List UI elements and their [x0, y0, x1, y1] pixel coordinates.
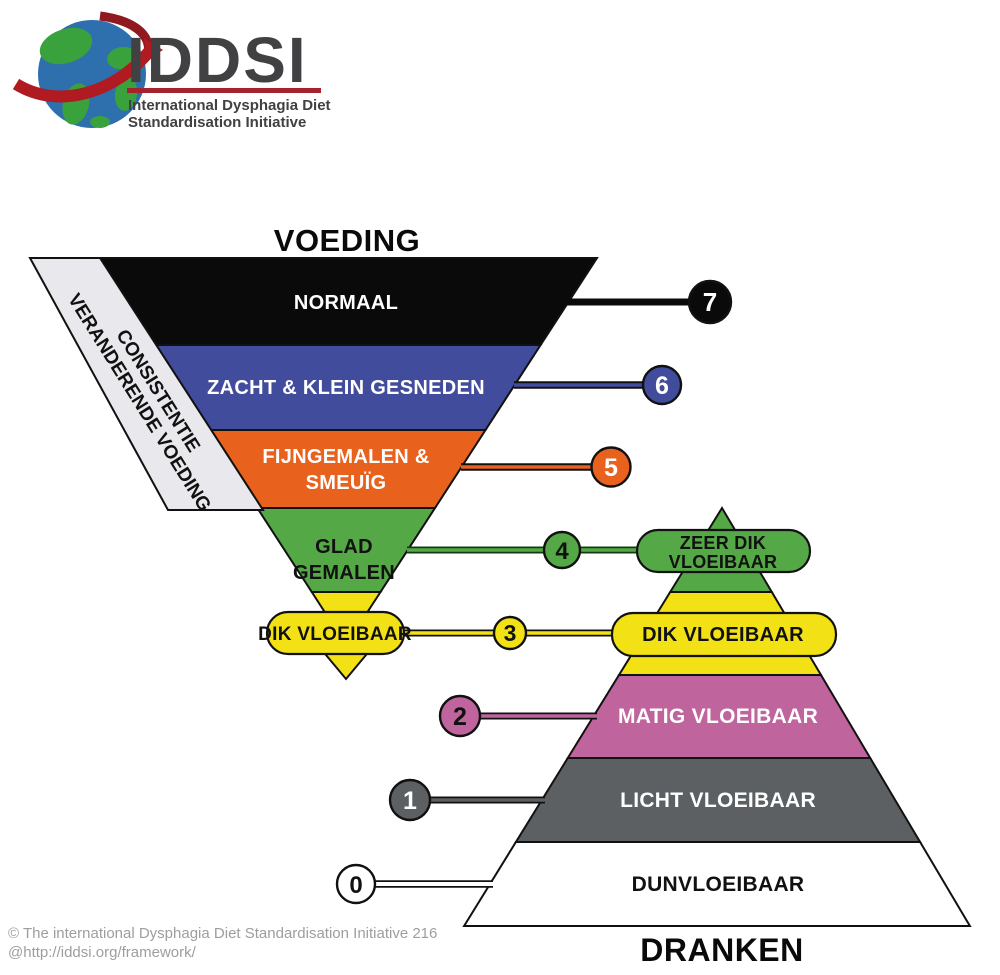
drinks-pill-zeer-dik: [635, 528, 812, 574]
drinks-label-matig: MATIG VLOEIBAAR: [618, 705, 818, 728]
food-label-fijngemalen-1: FIJNGEMALEN &: [262, 446, 429, 468]
iddsi-logo: IDDSI International Dysphagia Diet Stand…: [12, 11, 331, 131]
food-pyramid: [98, 257, 599, 681]
badge-0-number: 0: [349, 872, 362, 899]
logo-tagline-line2: Standardisation Initiative: [128, 114, 306, 131]
badge-5-number: 5: [604, 454, 618, 482]
badge-4-number: 4: [555, 538, 569, 565]
logo-acronym: IDDSI: [127, 24, 308, 96]
food-label-fijngemalen-2: SMEUÏG: [306, 471, 387, 494]
badge-3-circle: [492, 615, 528, 651]
footer-credit: © The international Dysphagia Diet Stand…: [8, 925, 437, 961]
logo-tagline-line1: International Dysphagia Diet: [128, 97, 331, 114]
logo-ribbon-front: [12, 44, 157, 103]
food-label-glad-2: GEMALEN: [293, 562, 395, 584]
drinks-label-zeer-dik-2: VLOEIBAAR: [669, 552, 778, 572]
badge-6-number: 6: [655, 372, 669, 400]
drinks-label-dun: DUNVLOEIBAAR: [632, 873, 805, 896]
badge-7-number: 7: [703, 287, 717, 317]
food-label-dik-vloeibaar: DIK VLOEIBAAR: [258, 624, 412, 645]
badge-1-number: 1: [403, 787, 417, 815]
food-label-zacht: ZACHT & KLEIN GESNEDEN: [207, 377, 485, 399]
logo-rule: [127, 88, 321, 93]
badge-1-circle: [388, 778, 432, 822]
food-pill-dik-vloeibaar: [265, 610, 406, 656]
badge-6-circle: [641, 364, 683, 406]
footer-line1: © The international Dysphagia Diet Stand…: [8, 925, 437, 942]
food-label-glad-1: GLAD: [315, 536, 373, 558]
drinks-label-licht: LICHT VLOEIBAAR: [620, 789, 816, 812]
badge-3-number: 3: [504, 620, 517, 646]
drinks-label-dik-vloeibaar: DIK VLOEIBAAR: [642, 624, 804, 646]
drinks-pyramid-title: DRANKEN: [640, 932, 804, 968]
badge-5-circle: [590, 446, 632, 488]
logo-ribbon-tip: [144, 38, 163, 60]
level-badges: [335, 279, 733, 905]
badge-7-circle: [687, 279, 733, 325]
food-pyramid-title: VOEDING: [274, 223, 420, 258]
side-label-panel: [28, 257, 265, 511]
level-connectors: [358, 298, 692, 888]
badge-2-number: 2: [453, 703, 467, 731]
food-label-normaal: NORMAAL: [294, 292, 398, 314]
level-pills: [265, 528, 838, 658]
footer-line2: @http://iddsi.org/framework/: [8, 944, 197, 961]
drinks-label-zeer-dik-1: ZEER DIK: [680, 533, 766, 553]
band-labels: NORMAAL ZACHT & KLEIN GESNEDEN FIJNGEMAL…: [207, 292, 818, 896]
badge-4-circle: [542, 530, 582, 570]
level-badge-numbers: 7 6 5 4 3 2 1 0: [349, 287, 717, 899]
drinks-pill-dik-vloeibaar: [610, 611, 838, 658]
drinks-band-0-dun: [462, 841, 972, 927]
badge-2-circle: [438, 694, 482, 738]
badge-0-circle: [335, 863, 377, 905]
